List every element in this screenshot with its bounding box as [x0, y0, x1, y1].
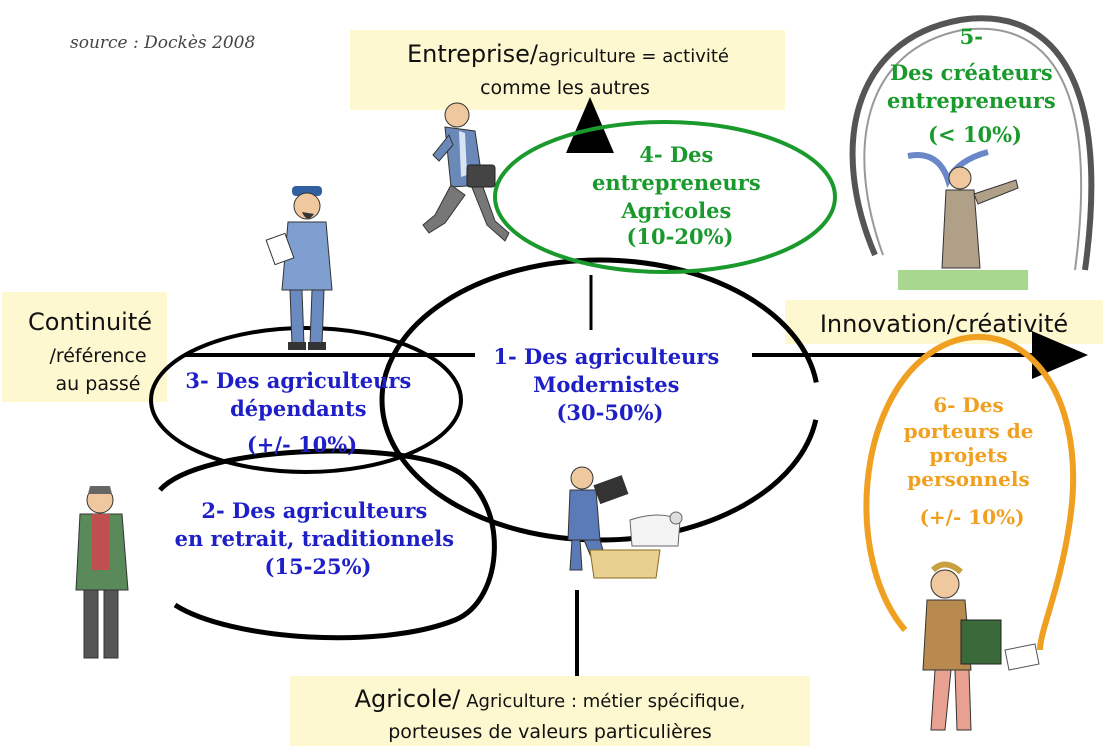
group-6-label: 6- Des porteurs de projets personnels (+…	[904, 393, 1041, 529]
arc-group-5-inner	[863, 27, 1083, 271]
old-farmer-illustration	[75, 486, 129, 659]
group-1-label: 1- Des agriculteurs Modernistes (30-50%)	[493, 344, 726, 425]
group-4-label: 4- Des entrepreneurs Agricoles (10-20%)	[592, 142, 768, 249]
right-axis-label: Innovation/créativité	[820, 310, 1068, 338]
left-axis-box	[2, 292, 167, 402]
left-axis-line3: au passé	[56, 373, 141, 395]
group-3-label: 3- Des agriculteurs dépendants (+/- 10%)	[185, 368, 418, 457]
arc-group-6	[863, 334, 1077, 651]
left-axis-line2: /référence	[49, 345, 146, 367]
group-2-label: 2- Des agriculteurs en retrait, traditio…	[175, 498, 462, 579]
top-axis-box	[350, 30, 785, 110]
source-note: source : Dockès 2008	[70, 33, 255, 53]
bottom-axis-label-line2: porteuses de valeurs particulières	[388, 721, 712, 743]
person-papers-illustration	[922, 561, 1040, 731]
top-axis-label: Entreprise/agriculture = activité	[407, 40, 729, 68]
farmer-overalls-illustration	[265, 186, 333, 350]
bottom-axis-box	[290, 676, 810, 746]
arc-group-5	[849, 15, 1095, 271]
group-5-label: 5- Des créateurs entrepreneurs (< 10%)	[887, 24, 1063, 147]
ellipse-group-2	[158, 448, 497, 641]
creator-scarf-illustration	[898, 149, 1028, 290]
left-axis-line1: Continuité	[28, 308, 152, 336]
ellipse-group-4	[493, 120, 837, 274]
top-axis-label-line2: comme les autres	[480, 77, 650, 99]
bottom-axis-label: Agricole/Agriculture : métier spécifique…	[355, 685, 746, 713]
businessman-running-illustration	[422, 102, 510, 242]
farmer-laptop-illustration	[567, 466, 683, 579]
ellipse-group-3	[149, 326, 463, 474]
